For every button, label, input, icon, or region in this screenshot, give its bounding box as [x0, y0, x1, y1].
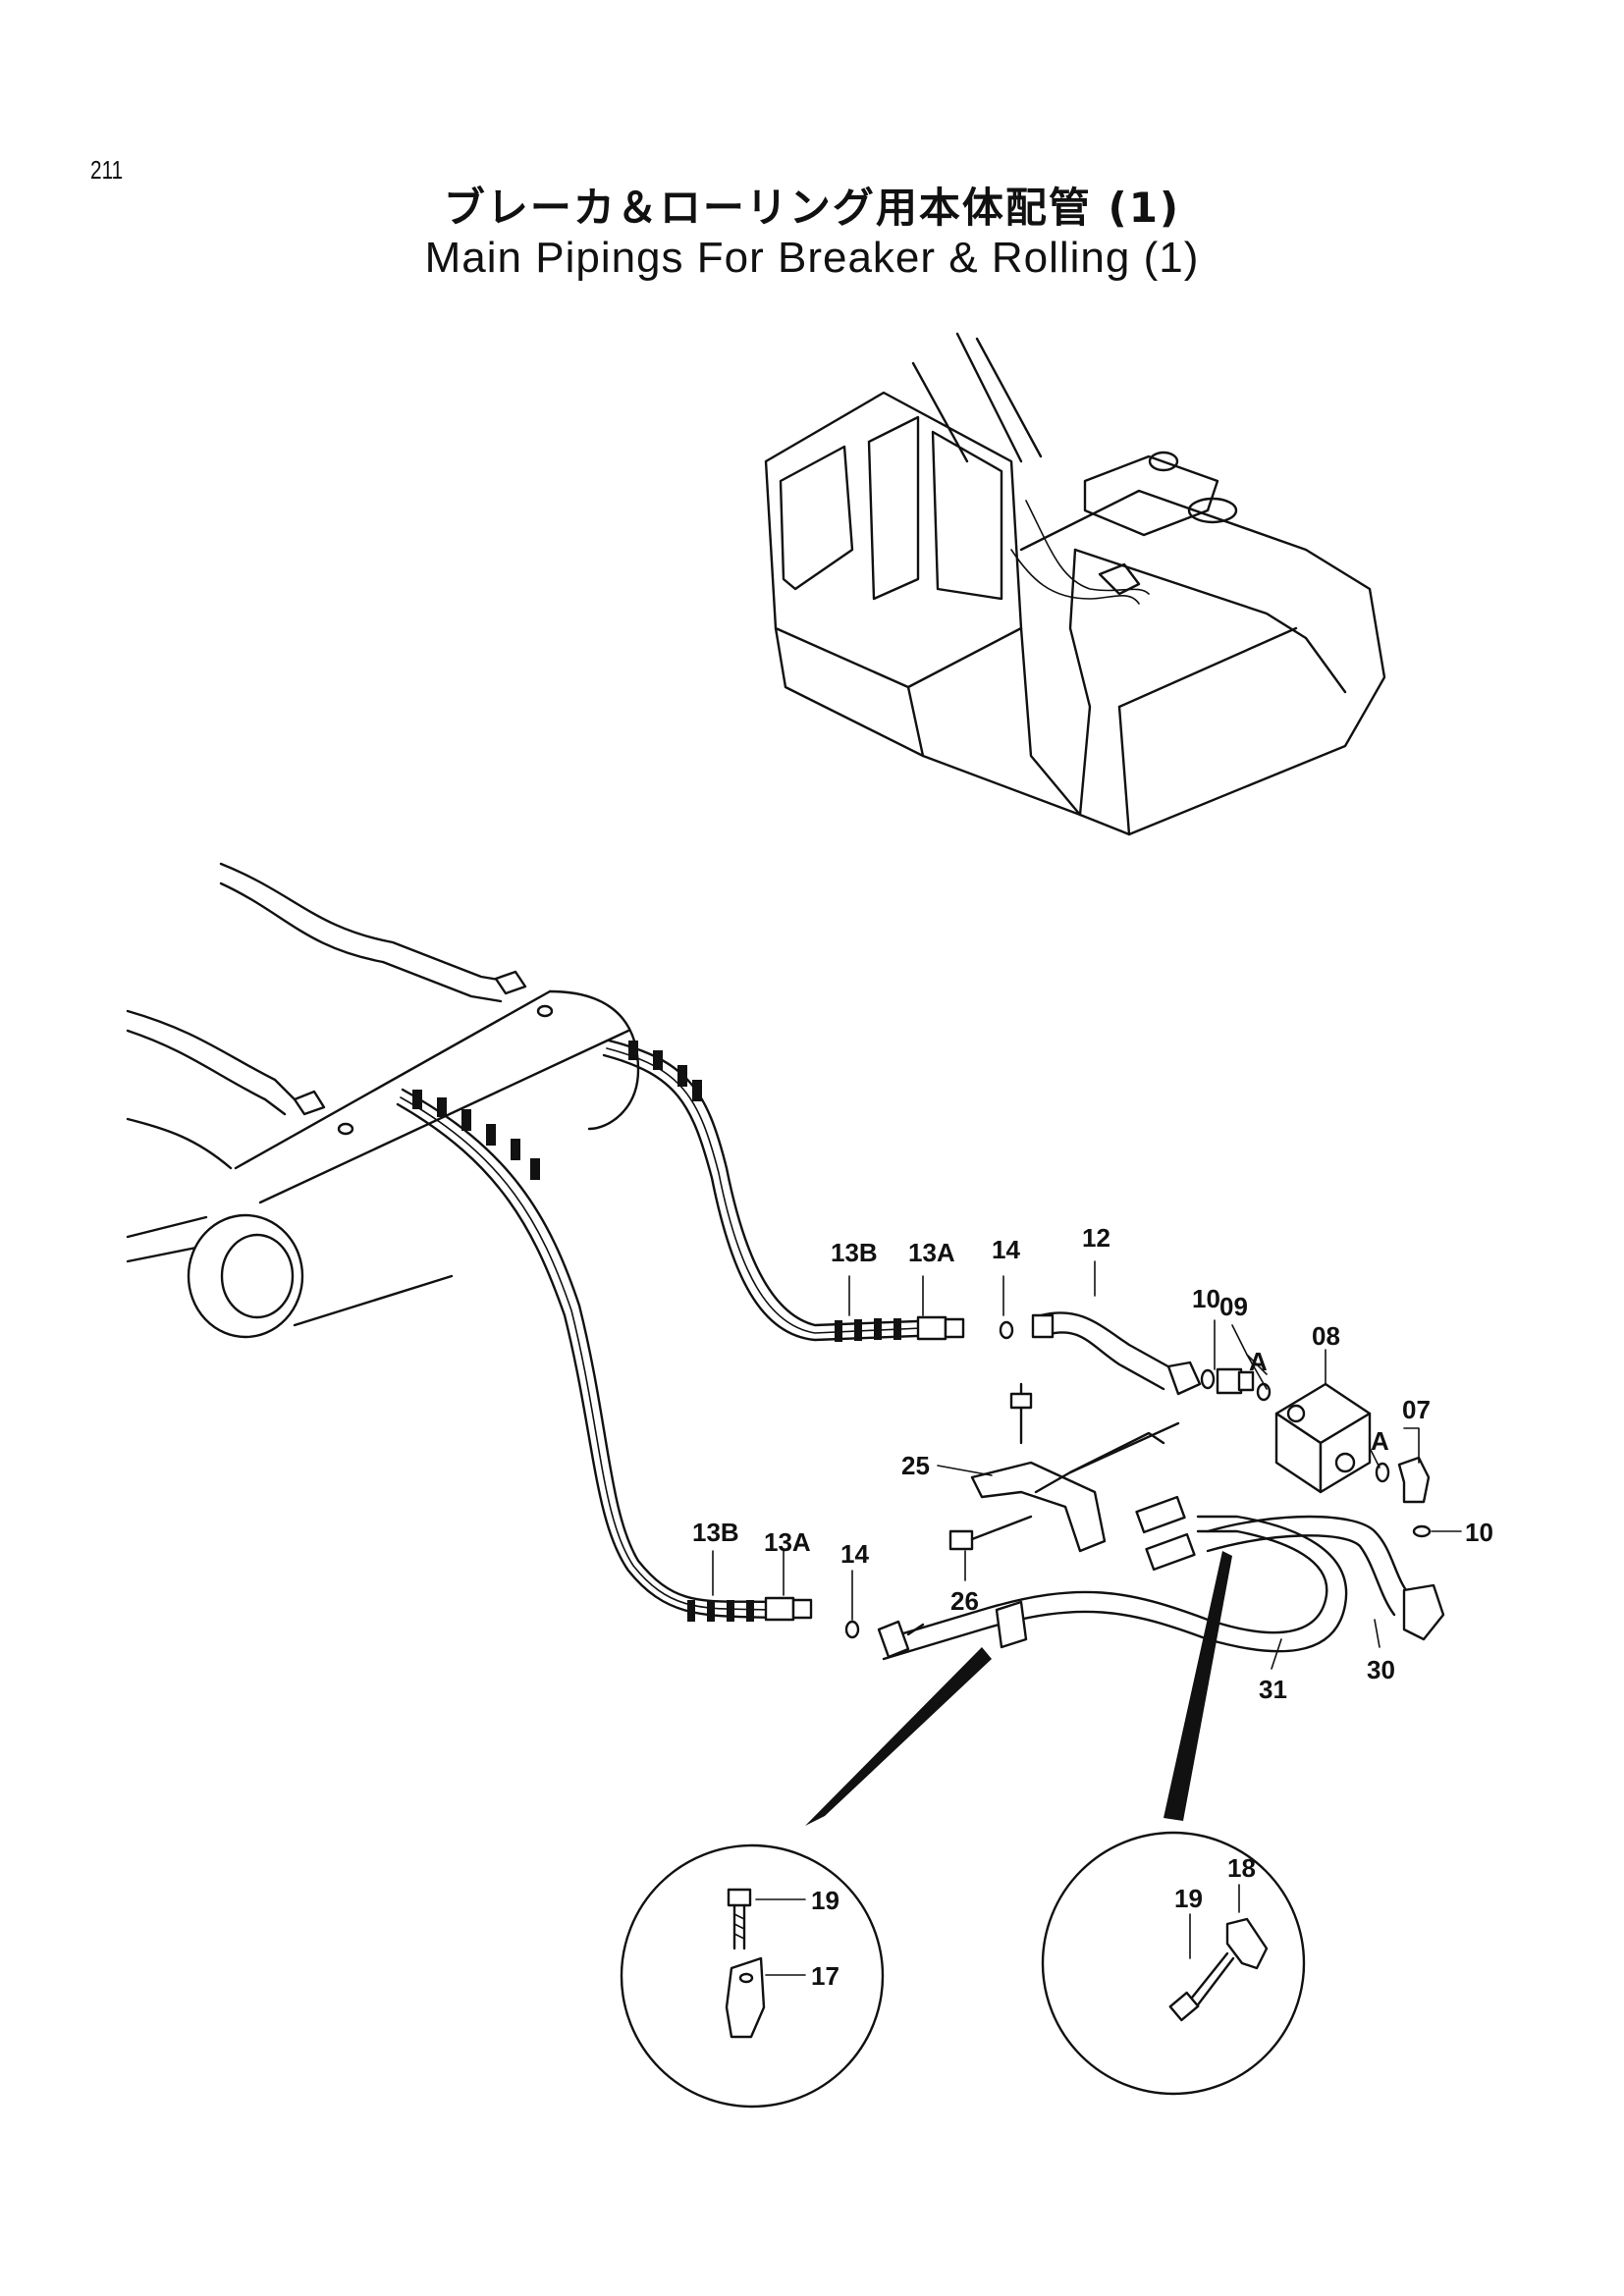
callout-10-lower: 10: [1465, 1518, 1493, 1547]
bracket-25: [948, 1382, 1180, 1553]
callout-08: 08: [1312, 1321, 1340, 1351]
pointer-left: [805, 1647, 992, 1826]
callout-13B-lower: 13B: [692, 1518, 739, 1547]
title-japanese: ブレーカ＆ローリング用本体配管 (1): [443, 184, 1181, 232]
callout-13A-lower: 13A: [764, 1527, 811, 1557]
callout-14-upper: 14: [992, 1235, 1020, 1264]
callout-14-lower: 14: [840, 1539, 869, 1569]
callout-12: 12: [1082, 1223, 1110, 1253]
callout-A-upper: A: [1249, 1347, 1268, 1376]
boom-structure: [126, 862, 640, 1339]
callout-10-upper: 10: [1192, 1284, 1220, 1313]
callout-19-left: 19: [811, 1886, 839, 1915]
callout-13B-upper: 13B: [831, 1238, 878, 1267]
callout-17: 17: [811, 1961, 839, 1991]
leader-lines: [712, 1260, 1462, 1670]
hose-upper: [602, 1039, 1014, 1342]
callout-13A-upper: 13A: [908, 1238, 955, 1267]
valve-block-08: [1274, 1382, 1372, 1494]
parts-10-09: [1200, 1367, 1272, 1402]
page-number: 211: [90, 155, 124, 185]
callout-31: 31: [1259, 1675, 1287, 1704]
elbow-07: [1375, 1456, 1432, 1538]
pointer-right: [1164, 1551, 1232, 1821]
detail-circle-left: [620, 1843, 885, 2109]
callout-26: 26: [950, 1586, 979, 1616]
callout-07: 07: [1402, 1395, 1431, 1424]
callout-09: 09: [1219, 1292, 1248, 1321]
callout-19-right: 19: [1174, 1884, 1203, 1913]
callout-30: 30: [1367, 1655, 1395, 1684]
excavator-overview: [764, 332, 1386, 836]
callout-25: 25: [901, 1451, 930, 1480]
pipes-30-31: [877, 1495, 1445, 1661]
callout-A-lower: A: [1371, 1426, 1389, 1456]
callout-18: 18: [1227, 1853, 1256, 1883]
hose-lower: [396, 1088, 860, 1639]
detail-circle-right: [1041, 1831, 1306, 2096]
pipe-12: [1031, 1311, 1202, 1396]
title-english: Main Pipings For Breaker & Rolling (1): [424, 234, 1200, 282]
